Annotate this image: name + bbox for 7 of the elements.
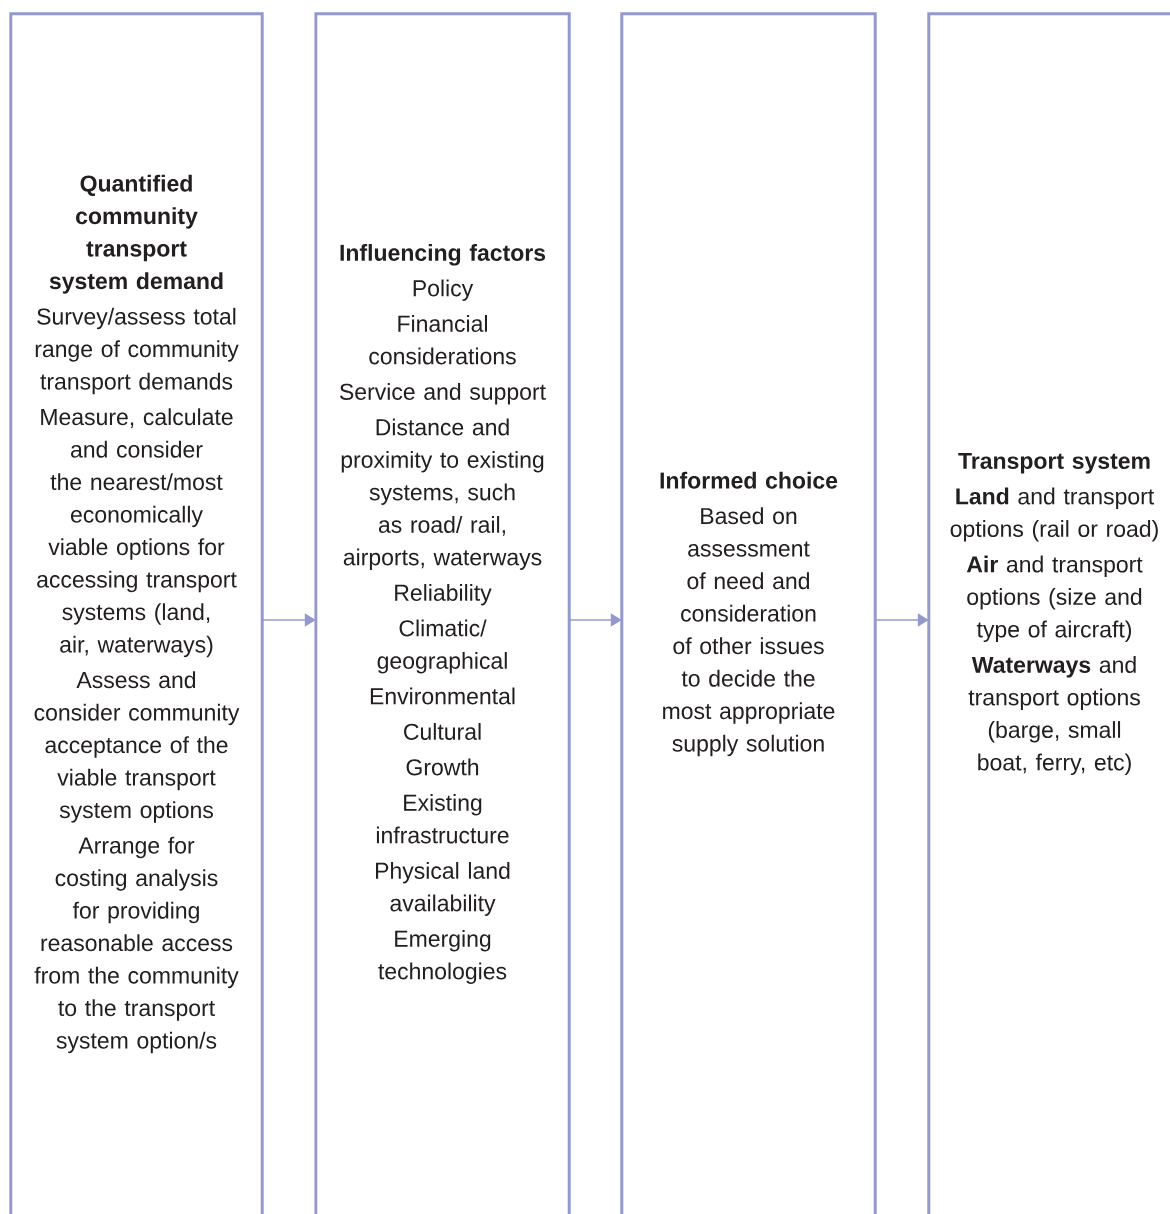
arrow [874, 613, 929, 627]
arrow [568, 613, 622, 627]
column-box: Transport system Land and transport options (rail or road) Air and transport options (size and type of aircraft) Waterways and transport options (barge, small boat, ferry, etc) [927, 12, 1170, 1214]
column-box: Quantified community transport system demand Survey/assess total range of community transport demands Measure, calculate and consider the nearest/most economically viable options for accessing transport systems (land, air, waterways) Assess and consider community acceptance of the viable transport system options Arrange for costing analysis for providing reasonable access from the community to the transport system option/s [9, 12, 264, 1214]
arrow [261, 613, 316, 627]
column-box: Informed choice Based on assessment of need and consideration of other issues to decide the most appropriate supply solution [620, 12, 877, 1214]
column-box: Influencing factors Policy Financial considerations Service and support Distance and proximity to existing systems, such as road/ rail, airports, waterways Reliability Climatic/ geographical Environmental Cultural Growth Existing infrastructure Physical land availability Emerging technologies [314, 12, 571, 1214]
